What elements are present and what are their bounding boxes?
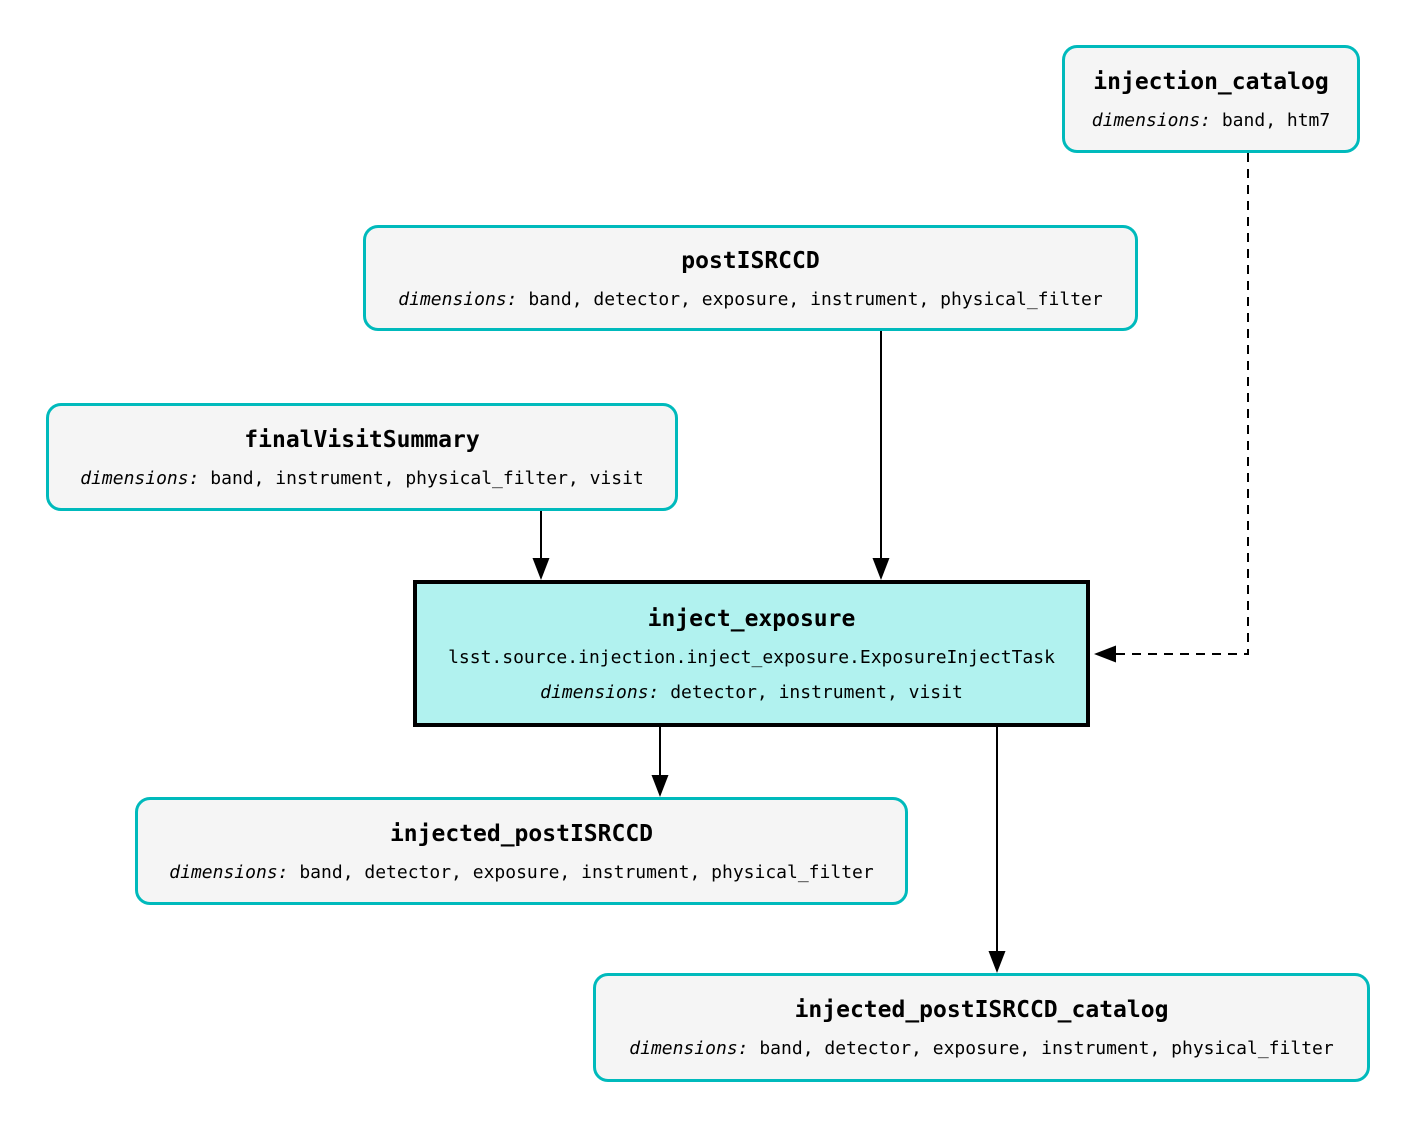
node-injected_postISRCCD: injected_postISRCCD dimensions: band, de… xyxy=(135,797,908,905)
node-inject_exposure-task: inject_exposure lsst.source.injection.in… xyxy=(413,580,1090,727)
dimensions-label: dimensions: xyxy=(398,288,518,310)
node-injection-catalog: injection_catalog dimensions: band, htm7 xyxy=(1062,45,1360,153)
node-title: postISRCCD xyxy=(681,247,820,274)
dimensions-value: band, detector, exposure, instrument, ph… xyxy=(528,288,1103,310)
node-finalVisitSummary: finalVisitSummary dimensions: band, inst… xyxy=(46,403,678,511)
node-title: inject_exposure xyxy=(647,605,856,632)
node-title: injection_catalog xyxy=(1093,68,1329,95)
node-dimensions: dimensions: band, detector, exposure, in… xyxy=(169,862,873,884)
node-title: injected_postISRCCD xyxy=(389,820,654,847)
dimensions-value: band, htm7 xyxy=(1221,109,1331,131)
dimensions-value: band, instrument, physical_filter, visit xyxy=(210,467,644,489)
node-dimensions: dimensions: band, instrument, physical_f… xyxy=(80,468,644,490)
node-title: finalVisitSummary xyxy=(244,426,480,453)
dimensions-value: band, detector, exposure, instrument, ph… xyxy=(759,1038,1334,1059)
node-dimensions: dimensions: band, detector, exposure, in… xyxy=(398,289,1102,311)
task-class-path: lsst.source.injection.inject_exposure.Ex… xyxy=(448,646,1055,668)
dimensions-label: dimensions: xyxy=(1091,109,1211,131)
dimensions-value: band, detector, exposure, instrument, ph… xyxy=(299,861,874,883)
edge-inject_exposure-to-injected_postISRCCD_catalog xyxy=(988,727,1006,973)
node-dimensions: dimensions: band, detector, exposure, in… xyxy=(629,1038,1333,1060)
node-injected_postISRCCD_catalog: injected_postISRCCD_catalog dimensions: … xyxy=(593,973,1370,1082)
node-postISRCCD: postISRCCD dimensions: band, detector, e… xyxy=(363,225,1138,331)
edge-postISRCCD-to-inject_exposure xyxy=(872,331,890,580)
edge-inject_exposure-to-injected_postISRCCD xyxy=(651,727,669,797)
node-dimensions: dimensions: band, htm7 xyxy=(1092,110,1330,132)
dimensions-label: dimensions: xyxy=(540,681,660,703)
node-title: injected_postISRCCD_catalog xyxy=(794,997,1169,1023)
dimensions-value: detector, instrument, visit xyxy=(670,681,963,703)
edge-finalVisitSummary-to-inject_exposure xyxy=(532,511,550,580)
dimensions-label: dimensions: xyxy=(80,467,200,489)
node-dimensions: dimensions: detector, instrument, visit xyxy=(540,682,963,704)
dimensions-label: dimensions: xyxy=(629,1038,749,1059)
dimensions-label: dimensions: xyxy=(169,861,289,883)
